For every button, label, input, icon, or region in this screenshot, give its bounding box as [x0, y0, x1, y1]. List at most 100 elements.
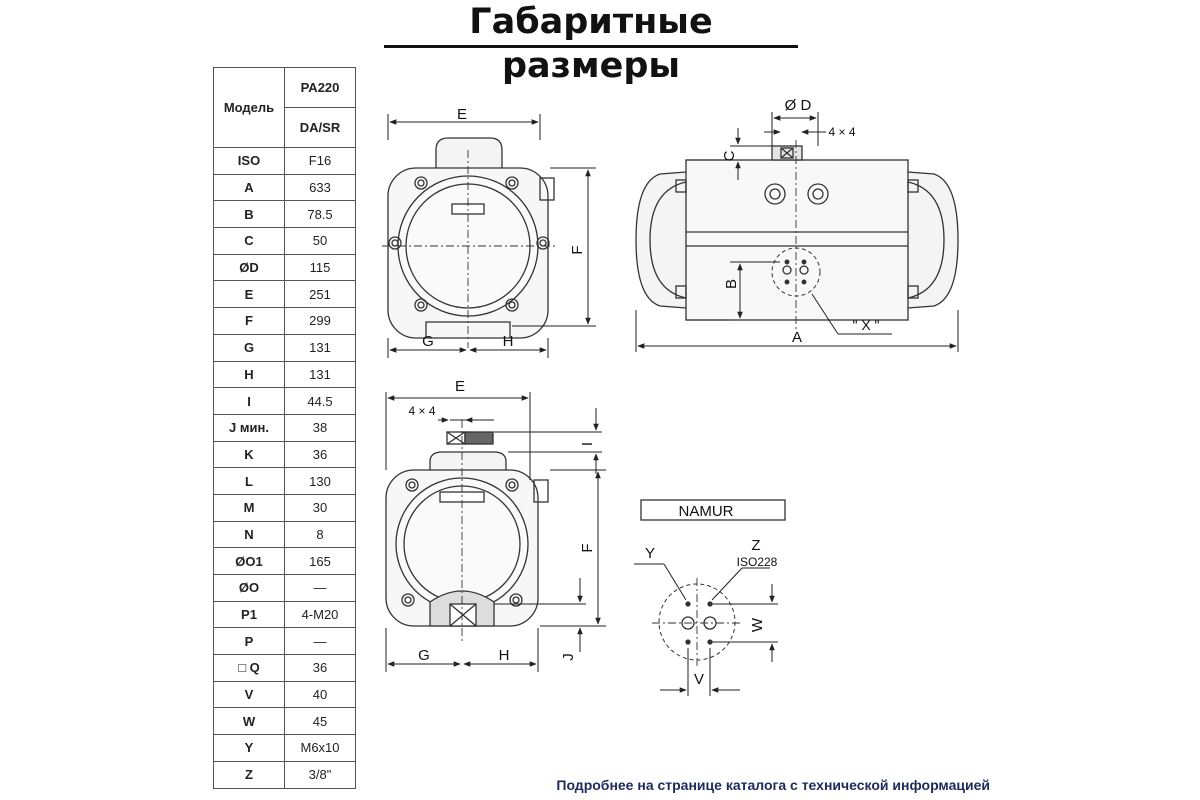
label-4x4-bottom: 4 × 4 [408, 404, 435, 418]
param-name: ISO [213, 147, 285, 175]
param-name: I [213, 387, 285, 415]
param-value: 45 [284, 707, 356, 736]
label-C: C [721, 150, 738, 161]
param-value: 40 [284, 680, 356, 709]
param-name: A [213, 173, 285, 202]
param-value: 130 [284, 467, 356, 495]
param-value: M6x10 [284, 734, 356, 762]
param-name: P1 [213, 600, 285, 629]
param-name: ØO [213, 574, 285, 602]
footer-note: Подробнее на странице каталога с техниче… [556, 777, 990, 793]
param-value: 36 [284, 654, 356, 682]
param-value: 131 [284, 360, 356, 389]
label-I: I [579, 442, 596, 446]
param-value: 165 [284, 547, 356, 575]
param-value: — [284, 627, 356, 656]
param-value: — [284, 574, 356, 602]
param-name: G [213, 333, 285, 362]
param-name: ØD [213, 253, 285, 282]
title-underline [384, 45, 798, 48]
dimension-lines-view4 [634, 563, 778, 696]
label-D: Ø D [785, 97, 812, 114]
end-view-top [382, 137, 556, 348]
dimension-lines-view3 [385, 392, 606, 672]
label-J: J [560, 653, 577, 661]
param-value: 78.5 [284, 200, 356, 229]
header-type-value: DA/SR [284, 107, 356, 148]
param-name: Y [213, 734, 285, 762]
param-name: ØO1 [213, 547, 285, 575]
label-H-top: H [503, 333, 514, 350]
param-value: 4-M20 [284, 600, 356, 629]
param-value: 131 [284, 333, 356, 362]
table-row: J мин.38 [213, 413, 356, 442]
label-namur: NAMUR [679, 503, 734, 520]
param-name: W [213, 707, 285, 736]
param-value: 633 [284, 173, 356, 202]
header-model-label: Модель [213, 67, 285, 148]
label-4x4-top: 4 × 4 [828, 125, 855, 139]
namur-detail [640, 499, 786, 668]
label-B: B [723, 279, 740, 289]
param-name: F [213, 307, 285, 335]
param-value: 251 [284, 280, 356, 309]
param-name: B [213, 200, 285, 229]
label-H-bottom: H [499, 647, 510, 664]
param-name: C [213, 227, 285, 255]
table-header-row: Модель PA220 [213, 67, 356, 148]
table-row: ØO— [213, 574, 356, 602]
param-value: 30 [284, 493, 356, 522]
param-name: Z [213, 760, 285, 789]
param-name: K [213, 440, 285, 469]
param-value: 115 [284, 253, 356, 282]
label-G-bottom: G [418, 647, 430, 664]
table-row: P— [213, 627, 356, 656]
param-name: L [213, 467, 285, 495]
param-name: P [213, 627, 285, 656]
dimension-lines-view1 [387, 114, 596, 358]
end-view-bottom [385, 420, 549, 642]
param-name: □ Q [213, 654, 285, 682]
label-X: " X " [852, 317, 879, 333]
param-value: 50 [284, 227, 356, 255]
label-F-top: F [569, 245, 586, 254]
label-V: V [694, 671, 704, 688]
param-name: H [213, 360, 285, 389]
label-iso228: ISO228 [737, 555, 778, 569]
param-value: 44.5 [284, 387, 356, 415]
param-value: 3/8" [284, 760, 356, 789]
label-W: W [749, 617, 766, 632]
param-name: E [213, 280, 285, 309]
param-value: 8 [284, 520, 356, 549]
param-name: V [213, 680, 285, 709]
label-Y: Y [645, 545, 655, 562]
param-value: 36 [284, 440, 356, 469]
param-value: 38 [284, 413, 356, 442]
dimension-lines-view2 [635, 112, 959, 352]
param-name: N [213, 520, 285, 549]
header-model-value: PA220 [284, 67, 356, 108]
table-header-row: DA/SR [214, 107, 356, 148]
label-A: A [792, 329, 802, 346]
